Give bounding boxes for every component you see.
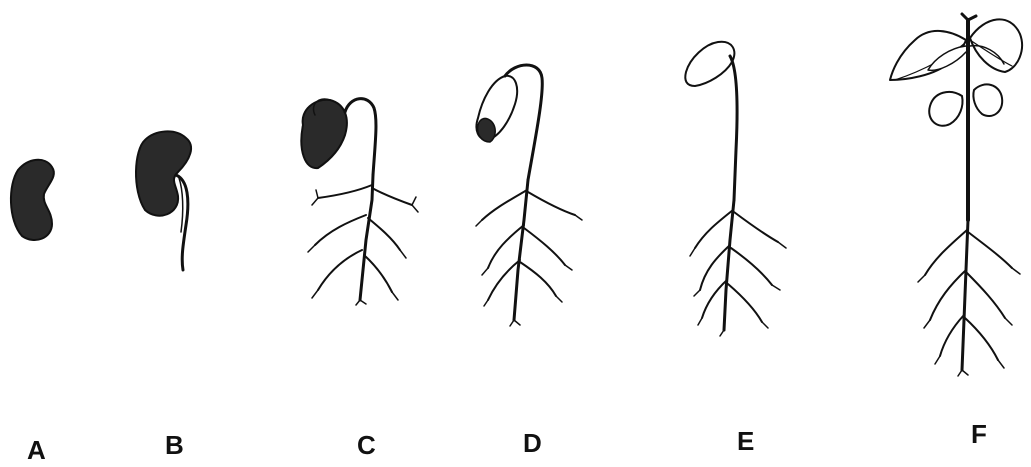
stage-d-seedling-emerging <box>476 65 582 326</box>
stage-label-d: D <box>523 430 542 456</box>
stage-e-upright-seedling <box>685 42 786 336</box>
stage-c-seedling-hook <box>301 99 418 305</box>
stage-label-a: A <box>27 437 46 463</box>
stage-label-e: E <box>737 428 754 454</box>
stage-a-seed <box>11 160 54 240</box>
stage-b-seed-with-radicle <box>136 131 191 270</box>
stage-label-b: B <box>165 432 184 458</box>
stage-f-young-plant <box>890 14 1022 376</box>
stage-label-c: C <box>357 432 376 458</box>
stage-label-f: F <box>971 421 987 447</box>
